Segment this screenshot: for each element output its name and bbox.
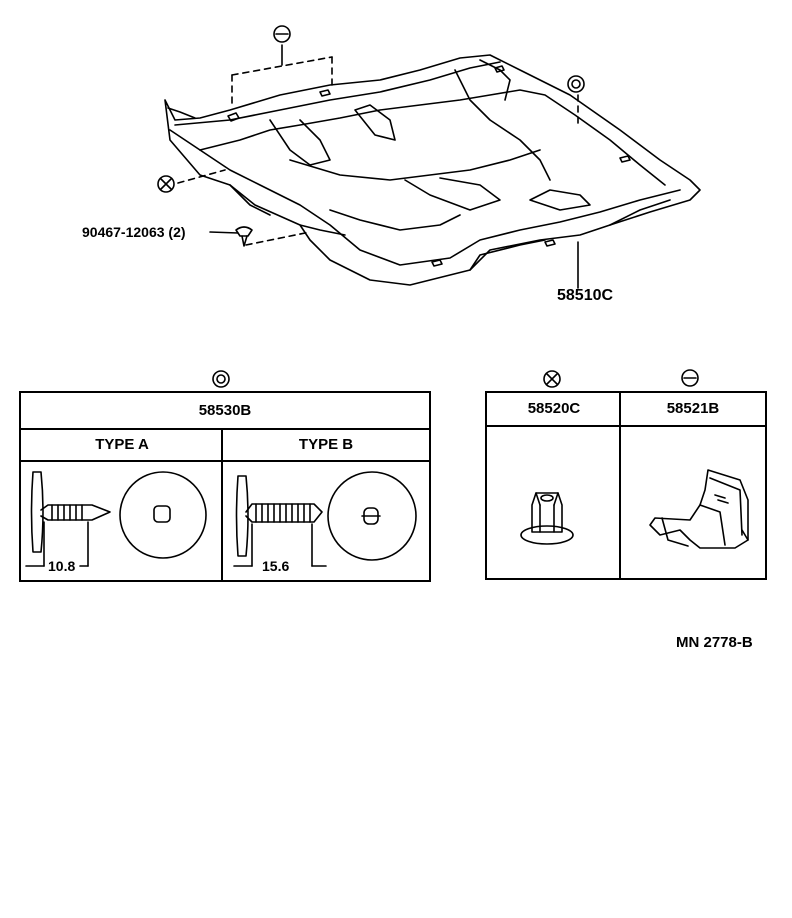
leader-lines: [177, 56, 579, 246]
minus-circle-icon-top: [273, 25, 291, 43]
type-a-header: TYPE A: [21, 430, 223, 462]
double-circle-icon-table: [212, 370, 230, 388]
leader-screw: [209, 231, 239, 234]
screw-icon: [235, 226, 253, 247]
floor-carpet-drawing: [164, 54, 701, 286]
clip-type-a-drawing: [30, 471, 207, 567]
cross-circle-icon-table: [543, 370, 561, 388]
type-b-header: TYPE B: [223, 430, 429, 462]
diagram-code: MN 2778-B: [676, 634, 753, 651]
clip-58521b-drawing: [649, 469, 749, 549]
part-header-58520c: 58520C: [487, 393, 621, 427]
double-circle-icon-top: [567, 75, 585, 93]
cross-circle-icon-left: [157, 175, 175, 193]
part-header-58521b: 58521B: [621, 393, 765, 427]
carpet-part-number: 58510C: [557, 287, 614, 304]
table-58530b: 58530B TYPE A TYPE B: [19, 391, 431, 582]
nut-58520c-drawing: [520, 492, 574, 545]
dim-a-value: 10.8: [48, 558, 76, 574]
dim-b-value: 15.6: [262, 558, 290, 574]
screw-part-number: 90467-12063 (2): [82, 224, 186, 240]
table-divider-right: [619, 393, 621, 578]
part-header-58530b: 58530B: [21, 393, 429, 430]
table-divider: [221, 430, 223, 580]
minus-circle-icon-table: [681, 369, 699, 387]
table-58520c-58521b: 58520C 58521B: [485, 391, 767, 580]
clip-type-b-drawing: [235, 471, 417, 567]
